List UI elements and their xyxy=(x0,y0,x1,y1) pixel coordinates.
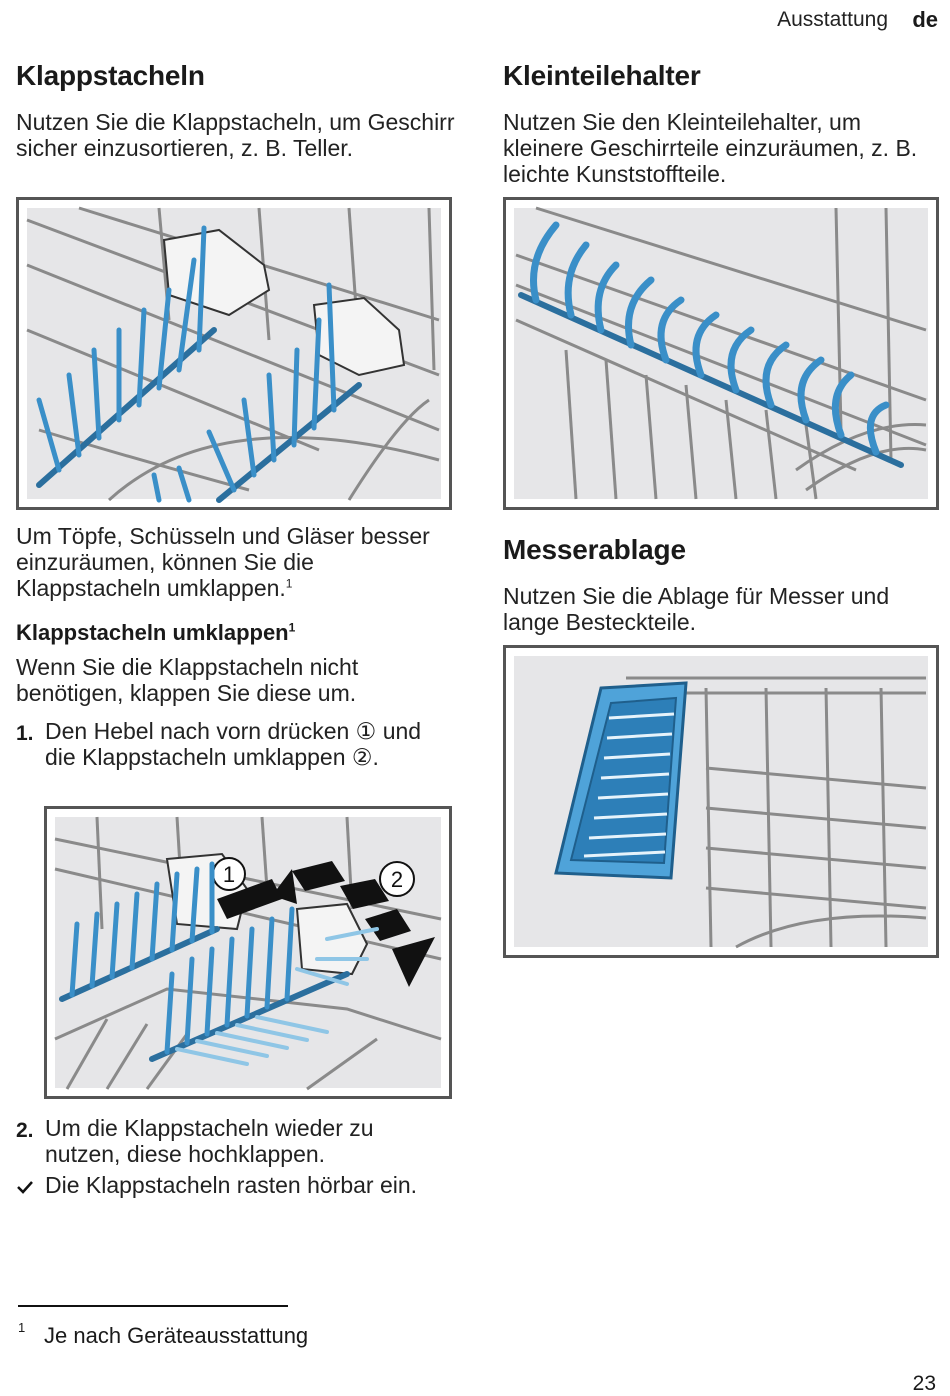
page-number: 23 xyxy=(912,1372,936,1395)
messerablage-heading: Messerablage xyxy=(503,534,686,565)
kleinteilehalter-heading: Kleinteilehalter xyxy=(503,60,701,91)
figure-messerablage xyxy=(503,645,939,958)
klappstacheln-body-text: Um Töpfe, Schüsseln und Gläser besser ei… xyxy=(16,523,430,601)
step-2-text: Um die Klappstacheln wieder zu nutzen, d… xyxy=(45,1115,374,1167)
checkmark-icon xyxy=(16,1178,34,1196)
klappstacheln-intro: Nutzen Sie die Klappstacheln, um Geschir… xyxy=(16,109,455,161)
step-1-text: Den Hebel nach vorn drücken ① und die Kl… xyxy=(45,718,422,770)
running-header-language: de xyxy=(912,7,938,32)
footnote-number: 1 xyxy=(18,1320,26,1335)
illustration-fold-spikes-rack xyxy=(26,206,441,503)
illustration-fold-spikes-steps: 1 2 xyxy=(54,816,442,1091)
illustration-small-parts-holder xyxy=(514,206,928,500)
illustration-knife-shelf xyxy=(514,656,928,949)
step-label-2: 2 xyxy=(391,867,403,892)
footnote-marker: 1 xyxy=(288,620,296,635)
klappstacheln-heading: Klappstacheln xyxy=(16,60,205,91)
messerablage-intro: Nutzen Sie die Ablage für Messer und lan… xyxy=(503,583,890,635)
footnote-text: Je nach Geräteausstattung xyxy=(44,1323,309,1348)
step-label-1: 1 xyxy=(223,862,235,887)
figure-umklappen: 1 2 xyxy=(44,806,452,1099)
running-header-section: Ausstattung xyxy=(777,8,888,31)
kleinteilehalter-intro: Nutzen Sie den Kleinteilehalter, um klei… xyxy=(503,109,918,187)
figure-kleinteilehalter xyxy=(503,197,939,510)
step-1-number: 1. xyxy=(16,722,34,745)
umklappen-subheading: Klappstacheln umklappen1 xyxy=(16,620,296,645)
footnote-marker: 1 xyxy=(285,576,293,591)
umklappen-intro: Wenn Sie die Klappstacheln nicht benötig… xyxy=(16,654,359,706)
result-text: Die Klappstacheln rasten hörbar ein. xyxy=(45,1172,418,1198)
step-2-number: 2. xyxy=(16,1119,34,1142)
footnote-separator xyxy=(18,1305,288,1307)
figure-klappstacheln xyxy=(16,197,452,510)
